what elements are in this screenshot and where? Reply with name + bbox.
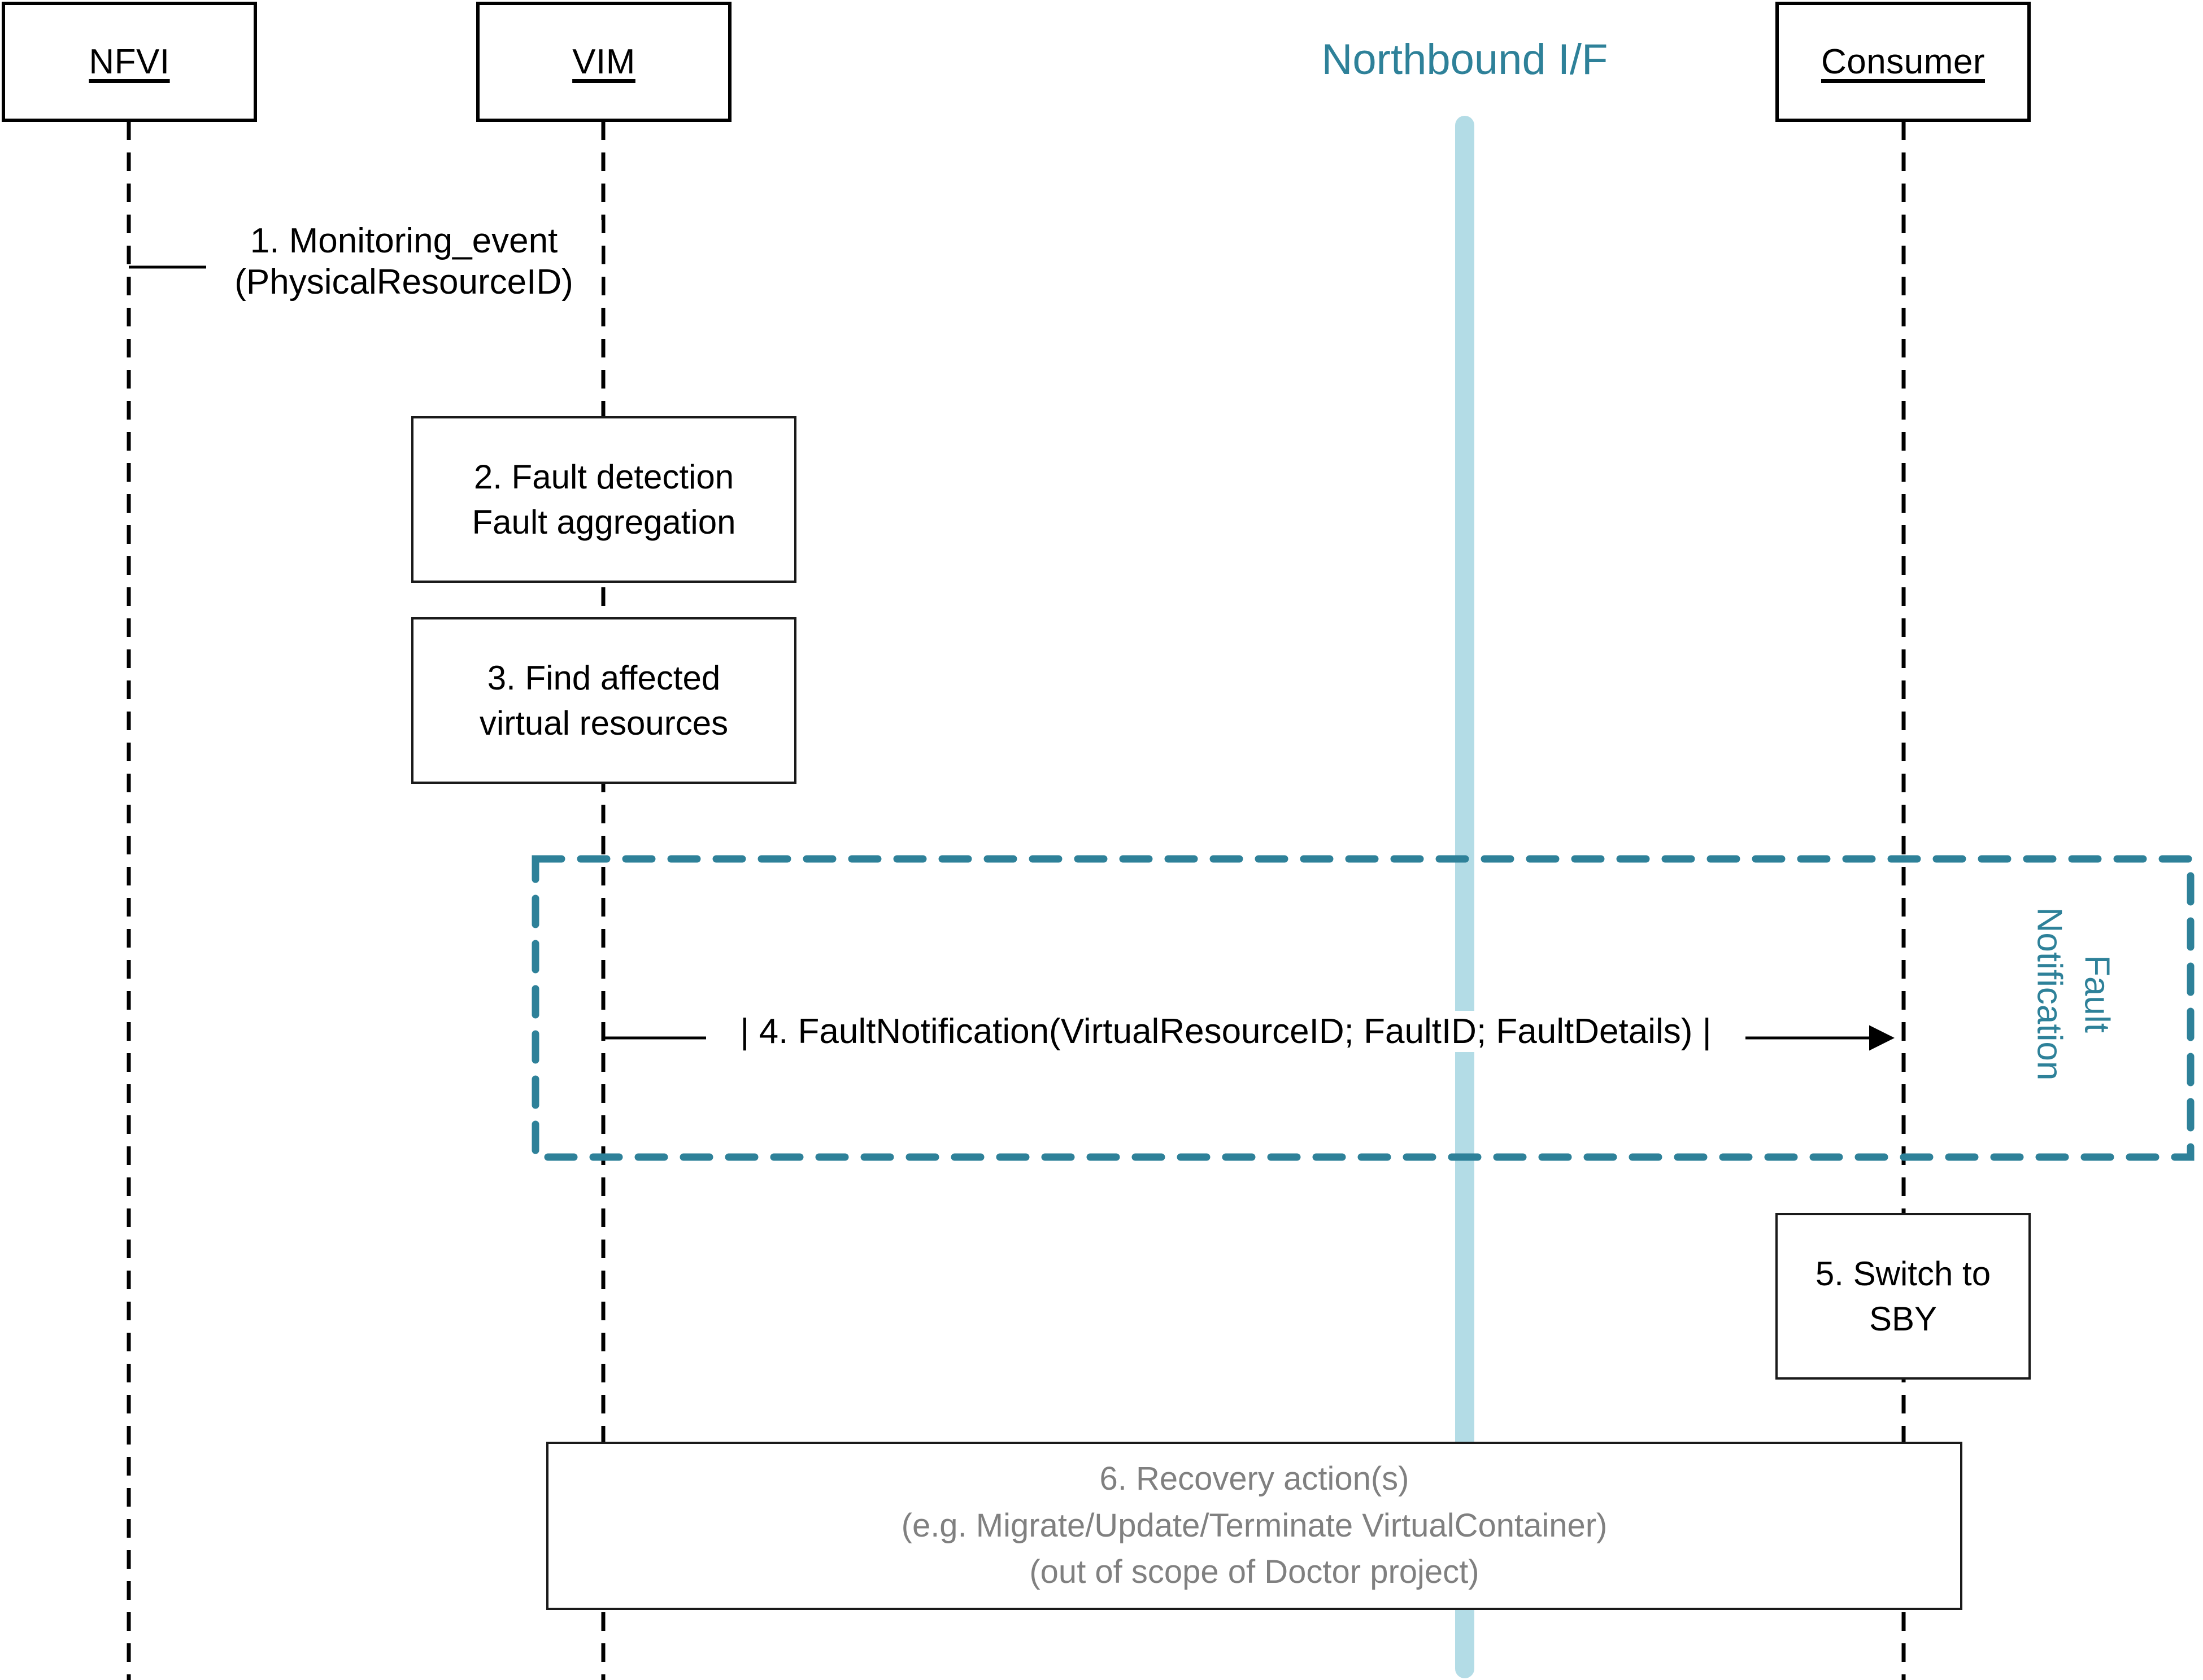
lifeline-header-consumer[interactable]: Consumer — [1775, 2, 2031, 122]
lifeline-label-vim: VIM — [572, 42, 635, 81]
action-box-switch-to-sby[interactable]: 5. Switch to SBY — [1775, 1213, 2031, 1380]
message-1-label: 1. Monitoring_event (PhysicalResourceID) — [206, 220, 602, 303]
fragment-label-fault-line1: Fault — [2077, 955, 2117, 1033]
message-4-label: | 4. FaultNotification(VirtualResourceID… — [737, 1011, 1715, 1053]
action-box-recovery-actions-text: 6. Recovery action(s) (e.g. Migrate/Upda… — [901, 1460, 1608, 1591]
action-box-fault-detection[interactable]: 2. Fault detection Fault aggregation — [411, 416, 796, 583]
lifeline-header-nfvi[interactable]: NFVI — [2, 2, 257, 122]
action-box-recovery-actions[interactable]: 6. Recovery action(s) (e.g. Migrate/Upda… — [546, 1442, 1962, 1610]
fragment-label-fault-line2: Notification — [2030, 907, 2069, 1081]
action-box-fault-detection-text: 2. Fault detection Fault aggregation — [472, 457, 736, 541]
action-box-switch-to-sby-text: 5. Switch to SBY — [1815, 1254, 1991, 1338]
northbound-interface-title: Northbound I/F — [1321, 36, 1608, 84]
lifeline-label-consumer: Consumer — [1821, 42, 1985, 81]
action-box-find-affected-resources-text: 3. Find affected virtual resources — [479, 658, 729, 742]
action-box-find-affected-resources[interactable]: 3. Find affected virtual resources — [411, 617, 796, 784]
fault-notification-fragment-border — [532, 855, 2195, 1161]
lifeline-header-vim[interactable]: VIM — [476, 2, 732, 122]
lifeline-label-nfvi: NFVI — [89, 42, 170, 81]
